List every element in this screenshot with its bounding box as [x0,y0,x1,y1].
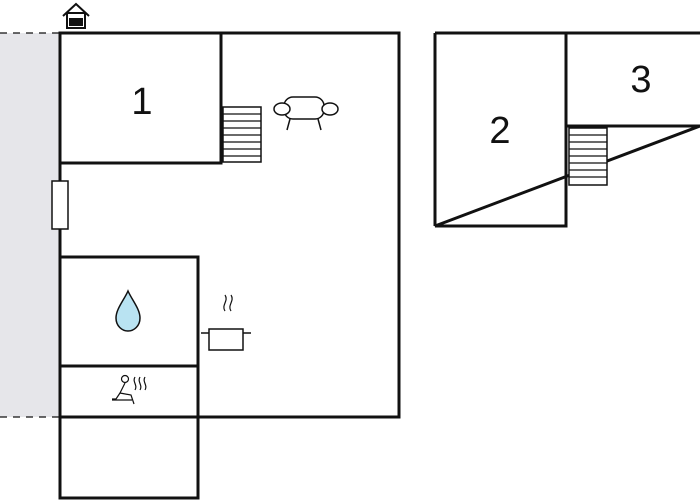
room-1-walls [60,31,223,165]
room-3-label: 3 [630,59,651,101]
stairs-icon [568,127,608,186]
terrace-area [0,33,60,417]
window-icon [51,180,69,230]
bathroom-walls [60,255,200,417]
room-1-label: 1 [131,81,152,123]
room-2-label: 2 [489,110,510,152]
water-drop-icon [115,289,141,332]
stairs-icon [222,106,262,163]
main-building-outline [58,31,401,500]
cooking-pot-icon [201,294,251,351]
sauna-icon [112,374,147,405]
entrance-house-icon [62,2,90,29]
sofa-icon [273,96,339,131]
